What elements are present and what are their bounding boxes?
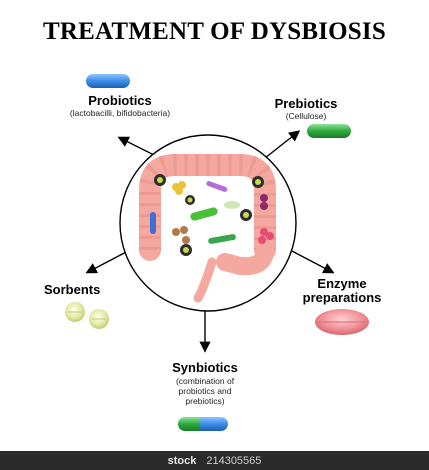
enzyme-label-line2: preparations [302,290,382,305]
probiotic-capsule-icon [86,74,130,88]
synbiotics-sublabel-2: probiotics and [178,386,232,396]
page-title: TREATMENT OF DYSBIOSIS [43,18,386,45]
bacteria-icon [206,181,228,192]
prebiotic-capsule-icon [307,124,351,138]
probiotics-label: Probiotics [88,93,152,108]
arrow-enzyme [289,249,335,274]
footer-bar: stock 214305565 [0,451,429,470]
bacteria-icon [252,176,264,188]
bacteria-cluster [150,174,274,256]
bacteria-icon [154,174,166,186]
bacteria-icon [224,201,240,209]
prebiotics-label: Prebiotics [274,96,338,111]
arrow-prebiotics [264,130,301,159]
sorbent-pill-icon [89,309,109,329]
bacteria-icon [258,228,274,244]
footer-id: 214305565 [206,454,262,467]
sorbents-label: Sorbents [44,282,101,297]
bacteria-icon [172,181,186,195]
enzyme-pill-icon [315,309,369,335]
bacteria-icon [150,212,156,234]
sorbent-pill-icon [65,302,85,322]
synbiotics-sublabel-3: prebiotics) [185,396,225,406]
synbiotic-capsule-icon [178,417,228,431]
bacteria-icon [260,194,268,210]
bacteria-icon [208,234,236,244]
intestine-icon [139,154,276,303]
prebiotics-sublabel: (Cellulose) [285,111,327,121]
bacteria-icon [240,209,252,221]
arrow-sorbents [85,249,131,274]
bacteria-icon [172,226,190,244]
synbiotics-label: Synbiotics [172,360,238,375]
bacteria-icon [180,244,192,256]
enzyme-label-line1: Enzyme [317,276,367,291]
bacteria-icon [185,195,195,205]
footer-brand: stock [167,454,197,467]
bacteria-icon [190,207,218,221]
synbiotics-sublabel-1: (combination of [175,376,235,386]
probiotics-sublabel: (lactobacilli, bifidobacteria) [69,108,171,118]
